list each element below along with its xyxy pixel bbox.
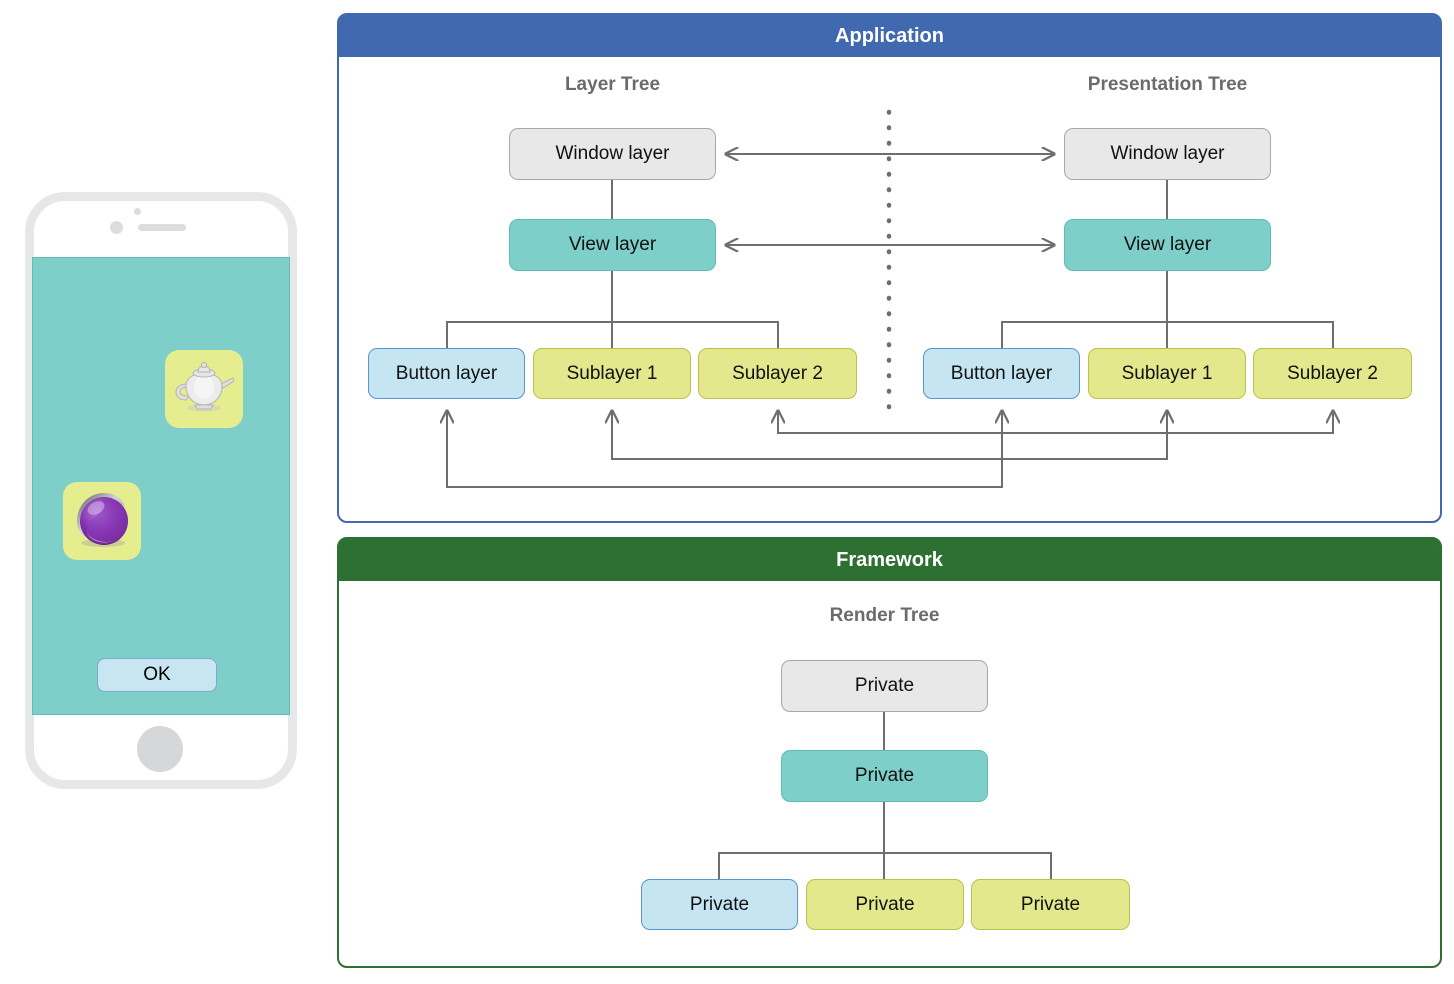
ok-button[interactable]: OK [97, 658, 217, 692]
presentation-tree-node-view[interactable]: View layer [1064, 219, 1271, 271]
phone-sensor-icon [110, 221, 123, 234]
home-button[interactable] [137, 726, 183, 772]
render-tree-node-view[interactable]: Private [781, 750, 988, 802]
render-tree-node-button[interactable]: Private [641, 879, 798, 930]
layer-tree-node-view[interactable]: View layer [509, 219, 716, 271]
presentation-tree-node-button[interactable]: Button layer [923, 348, 1080, 399]
layer-tree-node-button[interactable]: Button layer [368, 348, 525, 399]
layer-tree-node-window[interactable]: Window layer [509, 128, 716, 180]
phone-camera-icon [134, 208, 141, 215]
presentation-tree-node-window[interactable]: Window layer [1064, 128, 1271, 180]
purple-sphere-icon[interactable] [63, 482, 141, 560]
framework-panel-title: Framework [339, 539, 1440, 581]
presentation-tree-node-sublayer-1[interactable]: Sublayer 1 [1088, 348, 1246, 399]
layer-tree-title: Layer Tree [564, 74, 661, 95]
render-tree-node-child-1[interactable]: Private [806, 879, 964, 930]
render-tree-node-root[interactable]: Private [781, 660, 988, 712]
teapot-icon[interactable] [165, 350, 243, 428]
layer-tree-node-sublayer-2[interactable]: Sublayer 2 [698, 348, 857, 399]
phone-speaker-icon [138, 224, 186, 231]
render-tree-node-child-2[interactable]: Private [971, 879, 1130, 930]
application-panel-title: Application [339, 15, 1440, 57]
layer-tree-node-sublayer-1[interactable]: Sublayer 1 [533, 348, 691, 399]
presentation-tree-title: Presentation Tree [1087, 74, 1248, 95]
presentation-tree-node-sublayer-2[interactable]: Sublayer 2 [1253, 348, 1412, 399]
render-tree-title: Render Tree [829, 605, 940, 626]
